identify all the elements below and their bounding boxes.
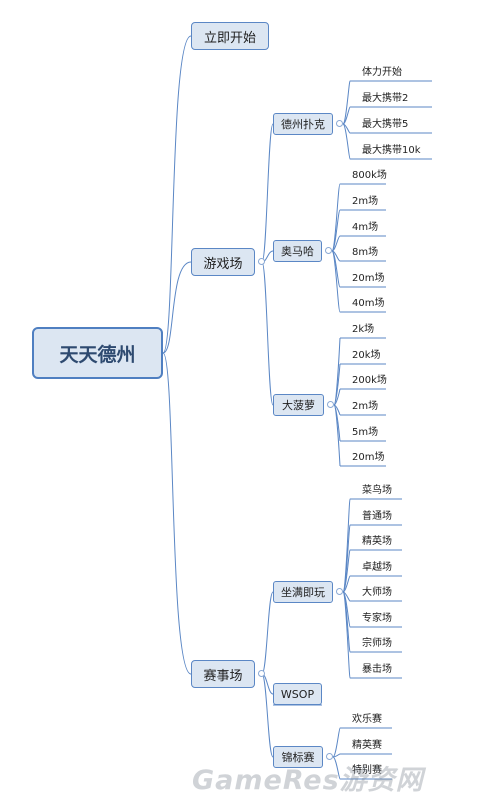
collapse-toggle-icon[interactable] [325,247,332,254]
connector-omaha-5 [331,250,341,313]
node-omaha[interactable]: 奥马哈 [273,240,322,262]
leaf-sitgo-master[interactable]: 大师场 [362,587,392,598]
leaf-omaha-20m[interactable]: 20m场 [352,273,385,284]
leaf-omaha-800k[interactable]: 800k场 [352,170,387,181]
leaf-sitgo-grandmaster[interactable]: 宗师场 [362,638,392,649]
leaf-texas-max-10k[interactable]: 最大携带10k [362,145,421,156]
connector-sitgo-2 [342,549,351,593]
connector-sitgo-3 [342,575,351,593]
connector-root-start [162,35,192,354]
connector-texas-0 [342,80,351,125]
node-sit-and-go[interactable]: 坐满即玩 [273,581,333,603]
node-pineapple[interactable]: 大菠萝 [273,394,324,416]
leaf-tournament-elite[interactable]: 精英赛 [352,740,382,751]
connector-root-games [162,261,192,354]
connector-omaha-2 [331,235,341,252]
leaf-pineapple-200k[interactable]: 200k场 [352,375,387,386]
leaf-tournament-fun[interactable]: 欢乐赛 [352,714,382,725]
leaf-sitgo-normal[interactable]: 普通场 [362,511,392,522]
connector-pineapple-1 [333,363,341,406]
branch-events[interactable]: 赛事场 [191,660,255,688]
leaf-texas-max-2[interactable]: 最大携带2 [362,93,409,104]
leaf-tournament-special[interactable]: 特别赛 [352,765,382,776]
connector-texas-1 [342,106,351,125]
collapse-toggle-icon[interactable] [326,753,333,760]
watermark: GameRes游资网 [192,765,424,796]
leaf-omaha-8m[interactable]: 8m场 [352,247,379,258]
connector-texas-3 [342,123,351,160]
connector-omaha-1 [331,209,341,252]
leaf-omaha-40m[interactable]: 40m场 [352,298,385,309]
branch-game-rooms[interactable]: 游戏场 [191,248,255,276]
connector-root-events [162,352,192,675]
collapse-toggle-icon[interactable] [258,258,265,265]
connector-omaha-4 [331,250,341,288]
node-tournament[interactable]: 锦标赛 [273,746,323,768]
collapse-toggle-icon[interactable] [258,670,265,677]
collapse-toggle-icon[interactable] [336,588,343,595]
leaf-pineapple-5m[interactable]: 5m场 [352,427,379,438]
leaf-pineapple-20m[interactable]: 20m场 [352,452,385,463]
leaf-sitgo-rookie[interactable]: 菜鸟场 [362,485,392,496]
leaf-pineapple-2k[interactable]: 2k场 [352,324,375,335]
branch-start-now[interactable]: 立即开始 [191,22,269,50]
leaf-sitgo-superb[interactable]: 卓越场 [362,562,392,573]
connector-games-pineapple [261,261,274,406]
leaf-sitgo-elite[interactable]: 精英场 [362,536,392,547]
leaf-texas-max-5[interactable]: 最大携带5 [362,119,409,130]
leaf-pineapple-20k[interactable]: 20k场 [352,350,381,361]
leaf-sitgo-crit[interactable]: 暴击场 [362,664,392,675]
leaf-sitgo-expert[interactable]: 专家场 [362,613,392,624]
connector-games-texas [261,123,274,263]
node-texas-holdem[interactable]: 德州扑克 [273,113,333,135]
connector-sitgo-7 [342,591,351,679]
connector-omaha-0 [331,183,341,252]
connector-pineapple-0 [333,337,341,406]
collapse-toggle-icon[interactable] [327,401,334,408]
connector-tournament-2 [332,756,341,780]
leaf-omaha-2m[interactable]: 2m场 [352,196,379,207]
connector-events-sitgo [261,591,274,675]
connector-events-tournament [261,673,274,758]
node-wsop[interactable]: WSOP [273,683,322,705]
connector-pineapple-2 [333,388,341,406]
leaf-texas-stamina[interactable]: 体力开始 [362,67,402,78]
connector-tournament-0 [332,727,341,758]
leaf-pineapple-2m[interactable]: 2m场 [352,401,379,412]
leaf-omaha-4m[interactable]: 4m场 [352,222,379,233]
root-node[interactable]: 天天德州 [32,327,163,379]
collapse-toggle-icon[interactable] [336,120,343,127]
connector-pineapple-5 [333,404,341,467]
